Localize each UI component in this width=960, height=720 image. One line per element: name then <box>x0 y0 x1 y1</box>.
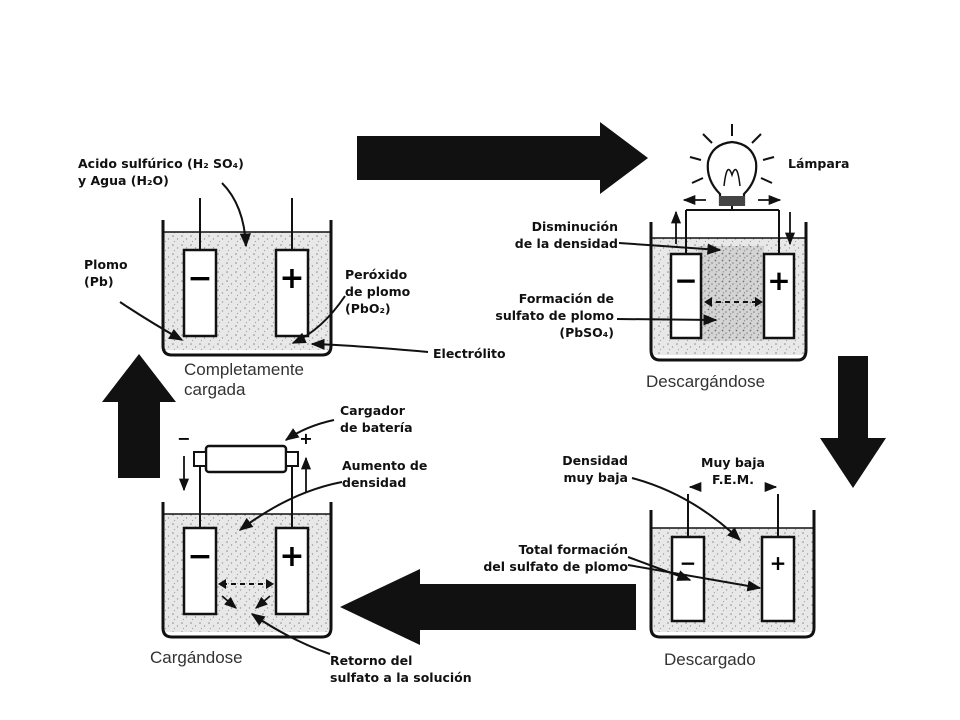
label-total-sulfate: Total formación del sulfato de plomo <box>483 542 628 574</box>
label-electrolyte: Electrólito <box>433 346 506 361</box>
label-sulfate-return: Retorno del sulfato a la solución <box>330 653 472 685</box>
label-charger: Cargador de batería <box>340 403 413 435</box>
terminal-negative-2: − <box>674 264 697 297</box>
positive-plate <box>760 535 796 623</box>
terminal-positive-2: + <box>767 264 790 297</box>
cycle-arrow-up <box>102 354 176 478</box>
label-density-increase: Aumento de densidad <box>342 458 428 490</box>
lamp-icon <box>689 124 775 210</box>
cycle-arrow-right <box>357 122 648 194</box>
charger-icon <box>193 444 299 528</box>
positive-plate <box>762 252 796 340</box>
cycle-arrow-down <box>820 356 886 488</box>
state-charged: Completamente cargada <box>184 360 305 399</box>
label-lamp: Lámpara <box>788 156 850 171</box>
label-density-decrease: Disminución de la densidad <box>514 219 618 251</box>
cell-discharged <box>649 494 816 639</box>
cycle-arrow-left <box>340 569 636 645</box>
charger-positive-sign: + <box>299 429 312 448</box>
negative-plate <box>669 252 703 340</box>
label-lead-peroxide: Peróxido de plomo (PbO₂) <box>345 267 411 316</box>
terminal-negative-1: − <box>187 261 212 296</box>
negative-plate <box>182 248 218 338</box>
label-very-low-emf: Muy baja F.E.M. <box>701 455 765 487</box>
label-sulfate-formation: Formación de sulfato de plomo (PbSO₄) <box>495 291 614 340</box>
cell-charged <box>161 198 333 357</box>
terminal-positive-3: + <box>770 551 787 575</box>
label-density-very-low: Densidad muy baja <box>562 453 628 485</box>
cell-charging <box>161 502 333 639</box>
state-discharged: Descargado <box>664 650 756 669</box>
terminal-positive-1: + <box>279 261 304 296</box>
charger-negative-sign: − <box>177 429 190 448</box>
state-discharging: Descargándose <box>646 372 766 391</box>
state-charging: Cargándose <box>150 648 243 667</box>
label-lead: Plomo (Pb) <box>84 257 128 289</box>
terminal-negative-3: − <box>680 551 697 575</box>
label-acid-water: Acido sulfúrico (H₂ SO₄) y Agua (H₂O) <box>78 156 244 188</box>
terminal-positive-4: + <box>279 539 304 574</box>
terminal-negative-4: − <box>187 539 212 574</box>
